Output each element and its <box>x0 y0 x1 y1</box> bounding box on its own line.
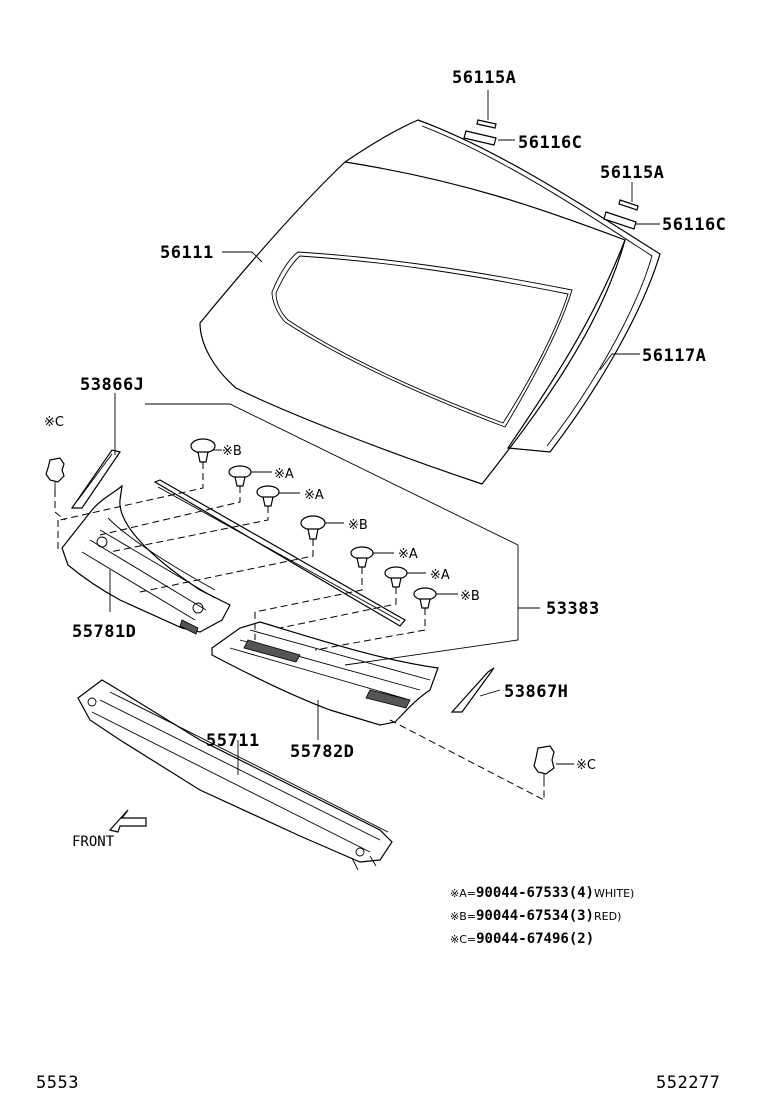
leader-lines <box>109 90 660 775</box>
assembly-dashed-lines <box>54 462 545 801</box>
ref-b-2: ※B <box>348 518 368 533</box>
cowl-panel <box>77 679 393 871</box>
label-53867h: 53867H <box>504 682 568 702</box>
ref-c-left: ※C <box>44 415 64 430</box>
label-55711: 55711 <box>206 731 260 751</box>
label-56116c-top: 56116C <box>518 133 582 153</box>
cowl-louver-right <box>211 621 439 726</box>
clip-a-4 <box>384 566 408 588</box>
legend-row-b: ※B=90044-67534(3)RED) <box>450 908 621 924</box>
ref-a-4: ※A <box>430 568 450 583</box>
label-56115a-top: 56115A <box>452 68 516 88</box>
label-55781d: 55781D <box>72 622 136 642</box>
clip-a-3 <box>350 546 374 568</box>
clip-c-left <box>45 457 65 490</box>
spacer-56116c-right <box>603 211 637 230</box>
cowl-louver-left <box>61 484 231 635</box>
ref-a-1: ※A <box>274 467 294 482</box>
cowl-side-seal-left <box>70 449 121 509</box>
ref-b-1: ※B <box>222 444 242 459</box>
ref-a-3: ※A <box>398 547 418 562</box>
spacer-56115a-right <box>618 199 639 211</box>
legend-row-c: ※C=90044-67496(2) <box>450 931 594 947</box>
clip-a-2 <box>256 485 280 507</box>
label-56111: 56111 <box>160 243 214 263</box>
cowl-side-seal-right <box>450 667 495 713</box>
label-53383: 53383 <box>546 599 600 619</box>
windshield-molding <box>344 119 661 453</box>
footer-right: 552277 <box>656 1073 720 1093</box>
label-56117a: 56117A <box>642 346 706 366</box>
legend-row-a: ※A=90044-67533(4)WHITE) <box>450 885 634 901</box>
clip-legend: ※A=90044-67533(4)WHITE) ※B=90044-67534(3… <box>450 885 634 947</box>
footer-left: 5553 <box>36 1073 79 1093</box>
label-53866j: 53866J <box>80 375 144 395</box>
spacer-56115a-top <box>476 119 497 129</box>
ref-b-3: ※B <box>460 589 480 604</box>
clip-c-right <box>533 745 555 782</box>
clip-b-1 <box>190 438 216 463</box>
clip-b-3 <box>413 587 437 609</box>
clip-a-1 <box>228 465 252 487</box>
label-56116c-right: 56116C <box>662 215 726 235</box>
clip-b-2 <box>300 515 326 540</box>
spacer-56116c-top <box>463 130 497 146</box>
ref-a-2: ※A <box>304 488 324 503</box>
windshield-glass <box>199 161 626 485</box>
hood-cowl-seal <box>153 479 406 627</box>
label-55782d: 55782D <box>290 742 354 762</box>
label-56115a-right: 56115A <box>600 163 664 183</box>
ref-c-right: ※C <box>576 758 596 773</box>
front-arrow-icon <box>108 809 147 833</box>
front-label: FRONT <box>72 834 115 850</box>
